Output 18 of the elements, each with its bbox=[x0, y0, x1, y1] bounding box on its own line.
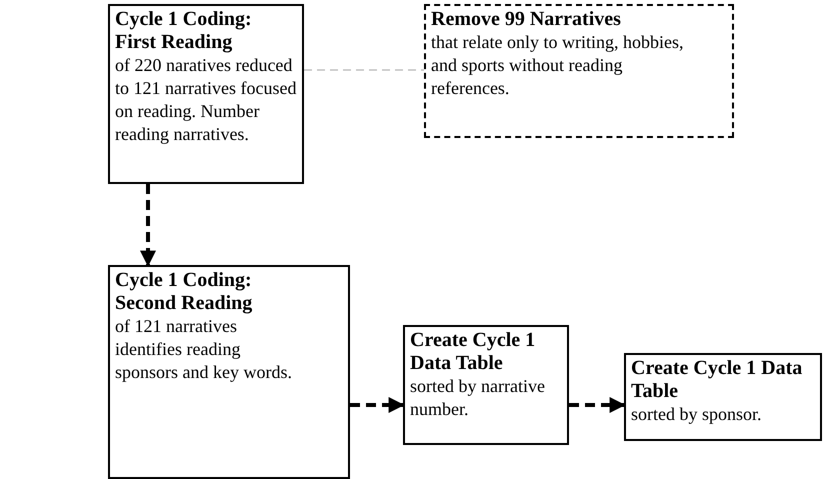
box-description: of 220 naratives reduced to 121 narratives focused on reading. Number reading narratives. bbox=[115, 54, 297, 146]
box-heading: Remove 99 Narratives bbox=[431, 8, 622, 31]
box-description: of 121 narratives identifies reading sponsors and key words. bbox=[115, 315, 293, 384]
process-box bbox=[108, 265, 350, 479]
arrow bbox=[140, 184, 156, 267]
box-heading: Cycle 1 Coding: First Reading bbox=[115, 8, 253, 54]
box-heading: Create Cycle 1 Data Table bbox=[410, 329, 536, 375]
box-heading: Cycle 1 Coding: Second Reading bbox=[115, 269, 254, 315]
box-description: sorted by narrative number. bbox=[410, 375, 546, 421]
box-description: that relate only to writing, hobbies, and sports without reading references. bbox=[431, 31, 684, 100]
process-box bbox=[403, 325, 569, 445]
process-box bbox=[424, 4, 734, 138]
arrow bbox=[350, 397, 405, 413]
process-box bbox=[108, 4, 304, 184]
process-box bbox=[624, 353, 822, 441]
box-description: sorted by sponsor. bbox=[631, 403, 762, 426]
arrow bbox=[569, 397, 626, 413]
box-heading: Create Cycle 1 Data Table bbox=[631, 357, 804, 403]
